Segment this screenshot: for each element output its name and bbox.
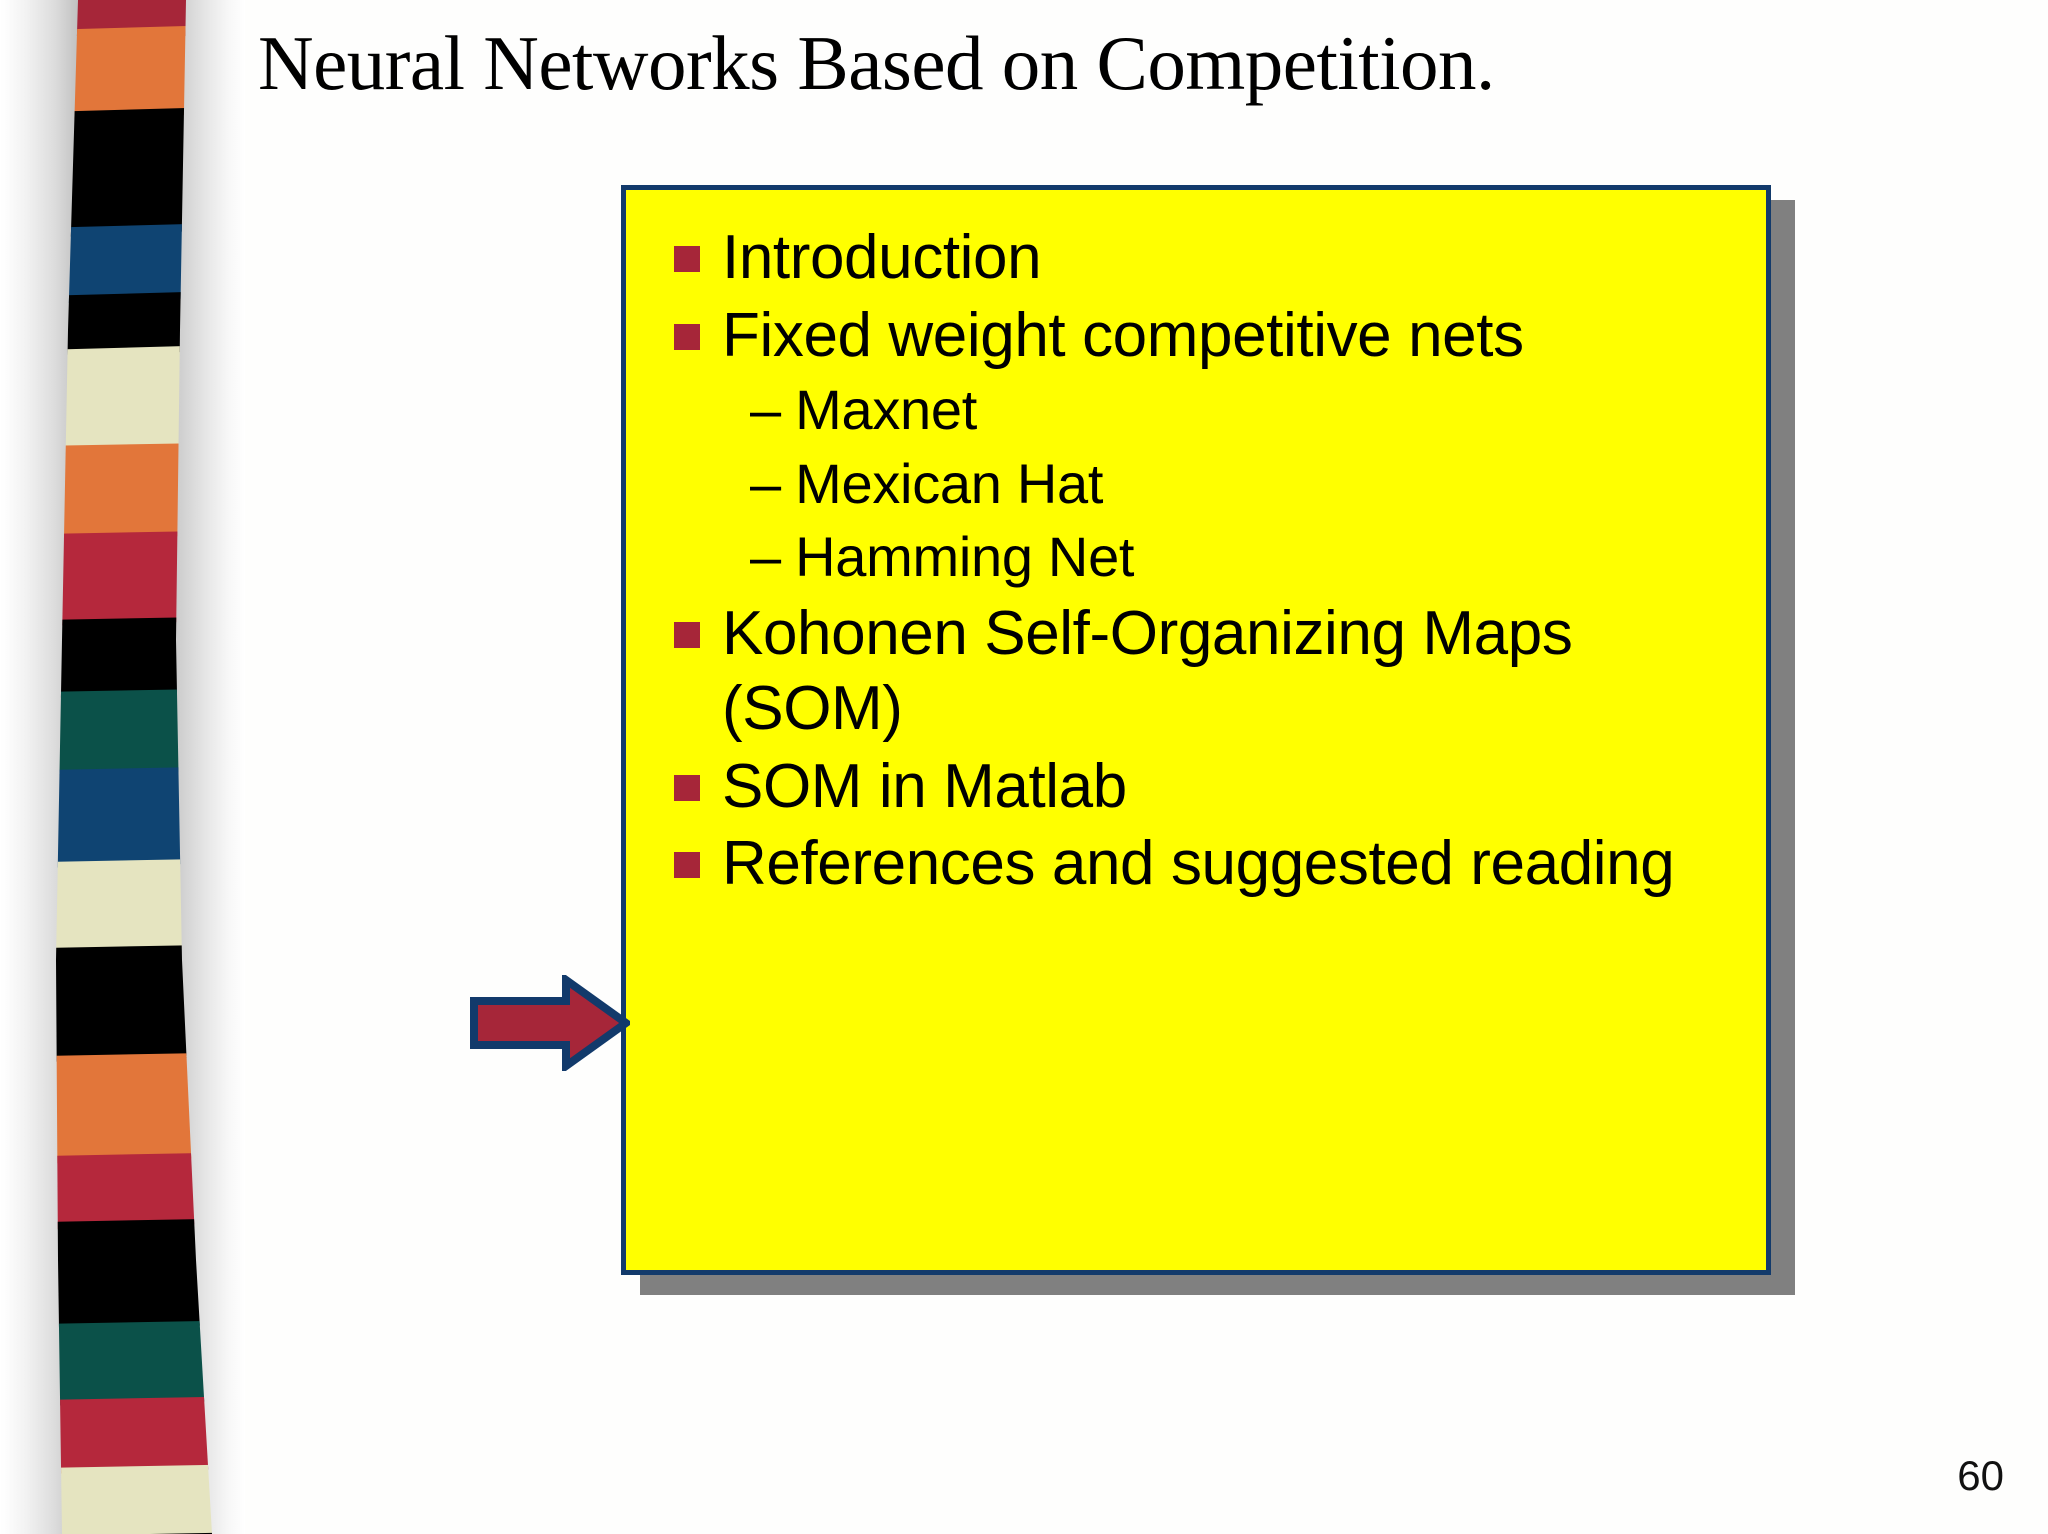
page-number: 60 xyxy=(1957,1452,2004,1499)
list-item-label: References and suggested reading xyxy=(722,829,1675,899)
list-item-label: Kohonen Self-Organizing Maps (SOM) xyxy=(722,598,1573,744)
sub-list-item[interactable]: – Mexican Hat xyxy=(654,449,1740,518)
list-item[interactable]: Introduction xyxy=(654,220,1740,296)
square-bullet-icon xyxy=(674,621,700,648)
en-dash-icon: – xyxy=(750,378,782,442)
square-bullet-icon xyxy=(674,323,700,350)
list-item-label: Fixed weight competitive nets xyxy=(722,300,1524,370)
content-box: Introduction Fixed weight competitive ne… xyxy=(621,185,1771,1275)
square-bullet-icon xyxy=(674,246,700,272)
decorative-ribbon xyxy=(0,0,245,1534)
list-item-label: Introduction xyxy=(722,223,1042,292)
square-bullet-icon xyxy=(674,774,700,801)
en-dash-icon: – xyxy=(750,451,782,515)
agenda-list: Introduction Fixed weight competitive ne… xyxy=(626,220,1766,904)
en-dash-icon: – xyxy=(750,525,782,589)
list-item-highlighted[interactable]: References and suggested reading xyxy=(654,826,1740,902)
sub-list-item-label: Hamming Net xyxy=(795,525,1135,589)
list-item-label: SOM in Matlab xyxy=(722,751,1127,821)
sub-list-item-label: Maxnet xyxy=(795,378,977,442)
sub-list-item[interactable]: – Hamming Net xyxy=(654,522,1740,591)
square-bullet-icon xyxy=(674,852,700,879)
ribbon-bands xyxy=(0,0,245,1534)
sub-list-item[interactable]: – Maxnet xyxy=(654,375,1740,444)
sub-list-item-label: Mexican Hat xyxy=(795,451,1104,515)
list-item[interactable]: Fixed weight competitive nets xyxy=(654,298,1740,374)
right-arrow-icon xyxy=(470,972,633,1074)
list-item[interactable]: SOM in Matlab xyxy=(654,749,1740,825)
page-title: Neural Networks Based on Competition. xyxy=(258,20,1495,106)
list-item[interactable]: Kohonen Self-Organizing Maps (SOM) xyxy=(654,596,1740,747)
